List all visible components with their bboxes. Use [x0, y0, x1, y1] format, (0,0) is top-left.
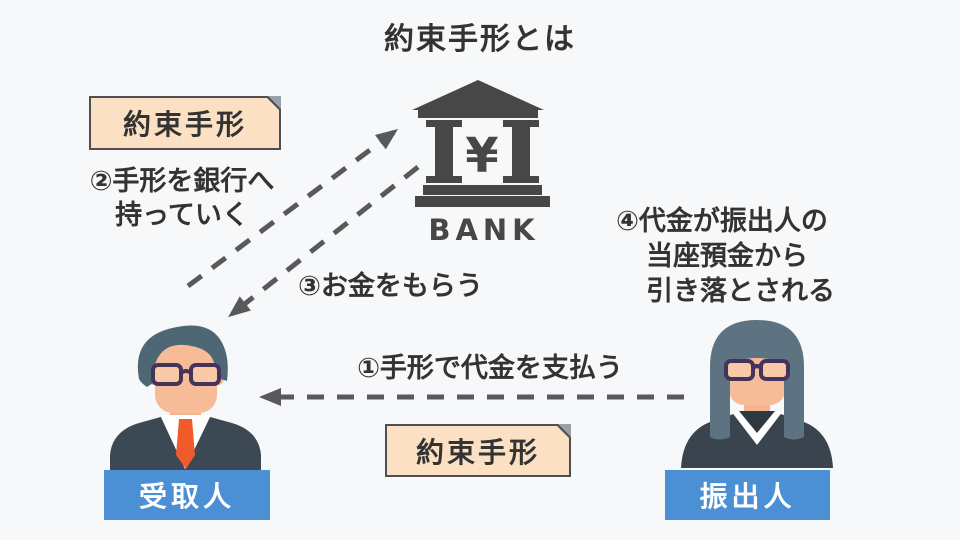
- bank-right-column-base: [503, 176, 539, 183]
- bank-right-column: [512, 127, 530, 176]
- step-4-text: ④代金が振出人の 当座預金から 引き落とされる: [616, 206, 835, 307]
- page-title: 約束手形とは: [384, 22, 576, 57]
- drawer-role-label: 振出人: [665, 470, 830, 520]
- bank-right-column-capital: [503, 120, 539, 127]
- bank-base-lower: [415, 196, 550, 207]
- step-3-text: ③お金をもらう: [298, 271, 483, 302]
- bank-architrave: [418, 110, 538, 118]
- promissory-note-label-middle: 約束手形: [385, 424, 571, 477]
- bank-left-column: [435, 127, 453, 176]
- note-fill: [387, 426, 569, 475]
- note-text: 約束手形: [415, 435, 540, 469]
- payee-person-icon: [110, 325, 261, 471]
- blouse-inner: [739, 411, 775, 433]
- hair: [137, 325, 228, 387]
- bank-roof: [412, 80, 544, 110]
- bank-left-column-capital: [426, 120, 462, 127]
- drawer-person-icon: [681, 320, 833, 468]
- note-text: 約束手形: [122, 108, 247, 141]
- glasses-icon: [724, 359, 790, 381]
- yen-symbol: ¥: [465, 128, 498, 184]
- hair: [710, 320, 804, 440]
- glasses-icon: [151, 363, 221, 386]
- face: [155, 345, 217, 413]
- bank-label: BANK: [428, 213, 539, 247]
- bank-left-column-base: [426, 176, 462, 183]
- promissory-note-label-top: 約束手形: [89, 96, 281, 150]
- tie: [176, 419, 195, 469]
- bank-icon-shapes: ¥ BANK: [412, 80, 550, 247]
- step-1-text: ①手形で代金を支払う: [357, 353, 623, 384]
- bank-base-upper: [423, 185, 542, 195]
- step-2-text: ②手形を銀行へ 持っていく: [89, 166, 275, 231]
- payee-role-label: 受取人: [104, 470, 270, 520]
- bank-building-icon: ¥ BANK: [412, 80, 550, 247]
